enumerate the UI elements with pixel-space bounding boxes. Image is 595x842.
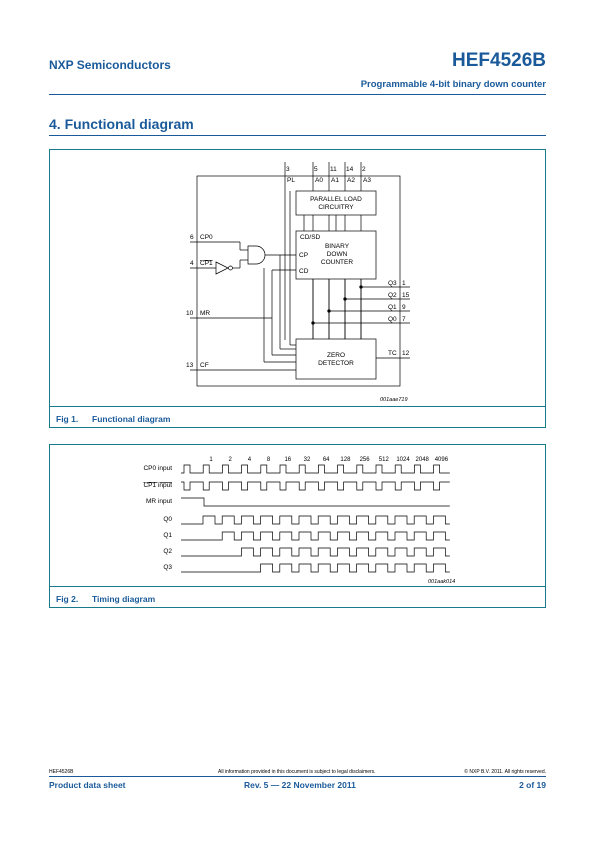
- left-pin-num: 13: [186, 362, 194, 369]
- caption-text: Timing diagram: [92, 594, 156, 604]
- zero-detector-text: DETECTOR: [318, 360, 354, 367]
- inverter: [215, 261, 229, 275]
- left-pin-num: 4: [190, 260, 194, 267]
- count-label: 512: [379, 457, 390, 463]
- signal-label: Q1: [163, 532, 172, 539]
- top-pin-num: 5: [314, 166, 318, 173]
- top-pin-num: 2: [362, 166, 366, 173]
- left-pin-label: MR: [200, 310, 210, 317]
- footer-page-number: 2 of 19: [519, 780, 546, 790]
- right-pin-num: 1: [402, 280, 406, 287]
- count-label: 1024: [396, 457, 410, 463]
- footer-revision: Rev. 5 — 22 November 2011: [244, 780, 356, 790]
- count-label: 4096: [435, 457, 449, 463]
- caption-number: Fig 2.: [56, 594, 79, 604]
- footer-disclaimer: All information provided in this documen…: [218, 769, 376, 775]
- left-pin-num: 10: [186, 310, 194, 317]
- top-pin-num: 11: [330, 166, 337, 173]
- right-pin-num: 9: [402, 304, 406, 311]
- zero-detector-block: [295, 338, 377, 380]
- caption-text: Functional diagram: [92, 414, 171, 424]
- count-label: 32: [304, 457, 311, 463]
- right-pin-label: TC: [388, 350, 397, 357]
- top-pin-label: A0: [315, 177, 323, 184]
- right-pin-num: 12: [402, 350, 410, 357]
- right-pin-label: Q2: [388, 292, 397, 299]
- top-pin-label: A3: [363, 177, 371, 184]
- count-label: 64: [323, 457, 330, 463]
- functional-diagram-svg: 3 PL 5 A0 11 A1 14 A2 2 A3 PARALLEL LOAD…: [186, 162, 410, 403]
- footer-doc-id: HEF4526B: [49, 769, 74, 775]
- q-waveform: [181, 563, 450, 573]
- document-subtitle: Programmable 4-bit binary down counter: [360, 79, 546, 90]
- signal-label: Q3: [163, 564, 172, 571]
- figure-functional-diagram: 3 PL 5 A0 11 A1 14 A2 2 A3 PARALLEL LOAD…: [49, 149, 546, 428]
- parallel-load-text: CIRCUITRY: [318, 204, 354, 211]
- section-rule: [49, 135, 546, 136]
- signal-label: Q2: [163, 548, 172, 555]
- figure-caption: Fig 2. Timing diagram: [56, 594, 155, 604]
- count-label: 8: [267, 457, 271, 463]
- top-pin-label: A2: [347, 177, 355, 184]
- figure-caption: Fig 1. Functional diagram: [56, 414, 170, 424]
- header-rule: [49, 94, 546, 95]
- zero-detector-text: ZERO: [327, 352, 345, 359]
- company-name: NXP Semiconductors: [49, 58, 171, 72]
- count-label: 256: [360, 457, 371, 463]
- footer-copyright: © NXP B.V. 2011. All rights reserved.: [464, 769, 546, 775]
- counter-text: COUNTER: [321, 259, 353, 266]
- left-pin-label: CP0: [200, 234, 213, 241]
- signal-label: CP0 input: [143, 465, 172, 472]
- figure-code: 001aak014: [428, 579, 455, 585]
- top-pin-label: A1: [331, 177, 339, 184]
- section-title: 4. Functional diagram: [49, 116, 194, 132]
- caption-rule: [50, 586, 545, 587]
- figure-code: 001aae719: [380, 397, 408, 403]
- right-pin-label: Q3: [388, 280, 397, 287]
- part-number: HEF4526B: [452, 50, 546, 71]
- counter-pin-cdsd: CD/SD: [300, 234, 321, 241]
- top-pin-num: 14: [346, 166, 354, 173]
- count-label: 2: [229, 457, 233, 463]
- count-label: 2048: [416, 457, 430, 463]
- left-pin-label: CF: [200, 362, 209, 369]
- clock-waveform: [181, 481, 450, 491]
- count-label: 4: [248, 457, 252, 463]
- signal-label: Q0: [163, 516, 172, 523]
- top-pin-num: 3: [286, 166, 290, 173]
- left-pin-label: CP1: [200, 260, 213, 267]
- q-waveform: [181, 531, 450, 541]
- parallel-load-text: PARALLEL LOAD: [310, 196, 362, 203]
- count-label: 128: [340, 457, 351, 463]
- and-gate: [247, 245, 266, 265]
- left-pin-num: 6: [190, 234, 194, 241]
- count-label: 16: [284, 457, 291, 463]
- counter-text: DOWN: [327, 251, 348, 258]
- parallel-load-block: [295, 190, 377, 216]
- footer-rule: [49, 776, 546, 777]
- counter-pin-cp: CP: [299, 252, 308, 259]
- caption-number: Fig 1.: [56, 414, 79, 424]
- clock-waveform: [181, 464, 450, 474]
- counter-text: BINARY: [325, 243, 350, 250]
- right-pin-num: 7: [402, 316, 406, 323]
- ic-outline: [196, 175, 401, 387]
- count-label: 1: [209, 457, 213, 463]
- right-pin-label: Q1: [388, 304, 397, 311]
- q-waveform: [181, 515, 450, 525]
- footer-doc-type: Product data sheet: [49, 780, 126, 790]
- signal-label: MR input: [146, 498, 172, 505]
- mr-waveform: [181, 497, 450, 507]
- caption-rule: [50, 406, 545, 407]
- signal-label: CP1 input: [143, 482, 172, 489]
- top-pin-label: PL: [287, 177, 295, 184]
- counter-pin-cd: CD: [299, 268, 309, 275]
- right-pin-label: Q0: [388, 316, 397, 323]
- right-pin-num: 15: [402, 292, 410, 299]
- q-waveform: [181, 547, 450, 557]
